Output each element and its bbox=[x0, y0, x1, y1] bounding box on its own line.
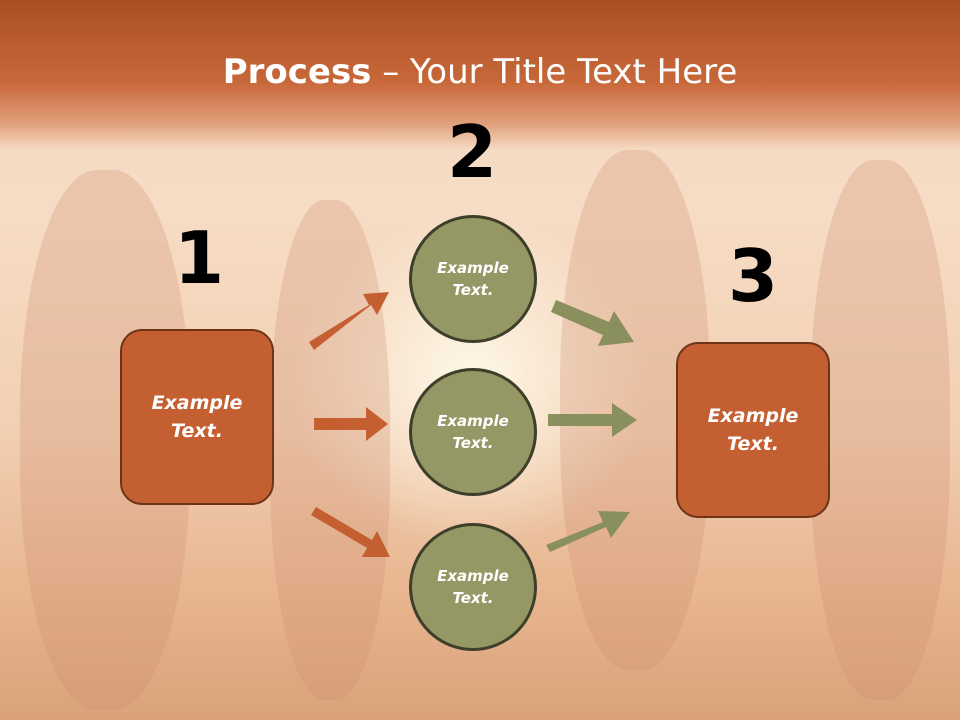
step-number-3: 3 bbox=[727, 234, 779, 318]
person-silhouette bbox=[270, 200, 390, 700]
circle-middle[interactable]: Example Text. bbox=[409, 368, 537, 496]
title-bar bbox=[0, 0, 960, 150]
person-silhouette bbox=[810, 160, 950, 700]
circle-top[interactable]: Example Text. bbox=[409, 215, 537, 343]
circle-middle-text: Example Text. bbox=[437, 411, 509, 453]
arrow-to-bottom-circle bbox=[311, 507, 390, 557]
arrow-from-top-circle bbox=[551, 300, 634, 346]
arrow-from-bottom-circle bbox=[546, 511, 630, 552]
circle-bottom[interactable]: Example Text. bbox=[409, 523, 537, 651]
title-rest: – Your Title Text Here bbox=[371, 52, 738, 92]
step-number-1: 1 bbox=[173, 216, 225, 300]
right-process-box[interactable]: Example Text. bbox=[676, 342, 830, 518]
title-bold: Process bbox=[222, 52, 372, 92]
left-box-text: Example Text. bbox=[151, 391, 243, 443]
arrow-to-middle-circle bbox=[314, 407, 388, 441]
circle-bottom-text: Example Text. bbox=[437, 566, 509, 608]
right-box-text: Example Text. bbox=[707, 404, 799, 456]
arrow-from-middle-circle bbox=[548, 403, 637, 437]
slide-title: Process – Your Title Text Here bbox=[0, 52, 960, 92]
step-number-2: 2 bbox=[446, 110, 498, 194]
circle-top-text: Example Text. bbox=[437, 258, 509, 300]
arrow-to-top-circle bbox=[309, 292, 389, 350]
left-process-box[interactable]: Example Text. bbox=[120, 329, 274, 505]
